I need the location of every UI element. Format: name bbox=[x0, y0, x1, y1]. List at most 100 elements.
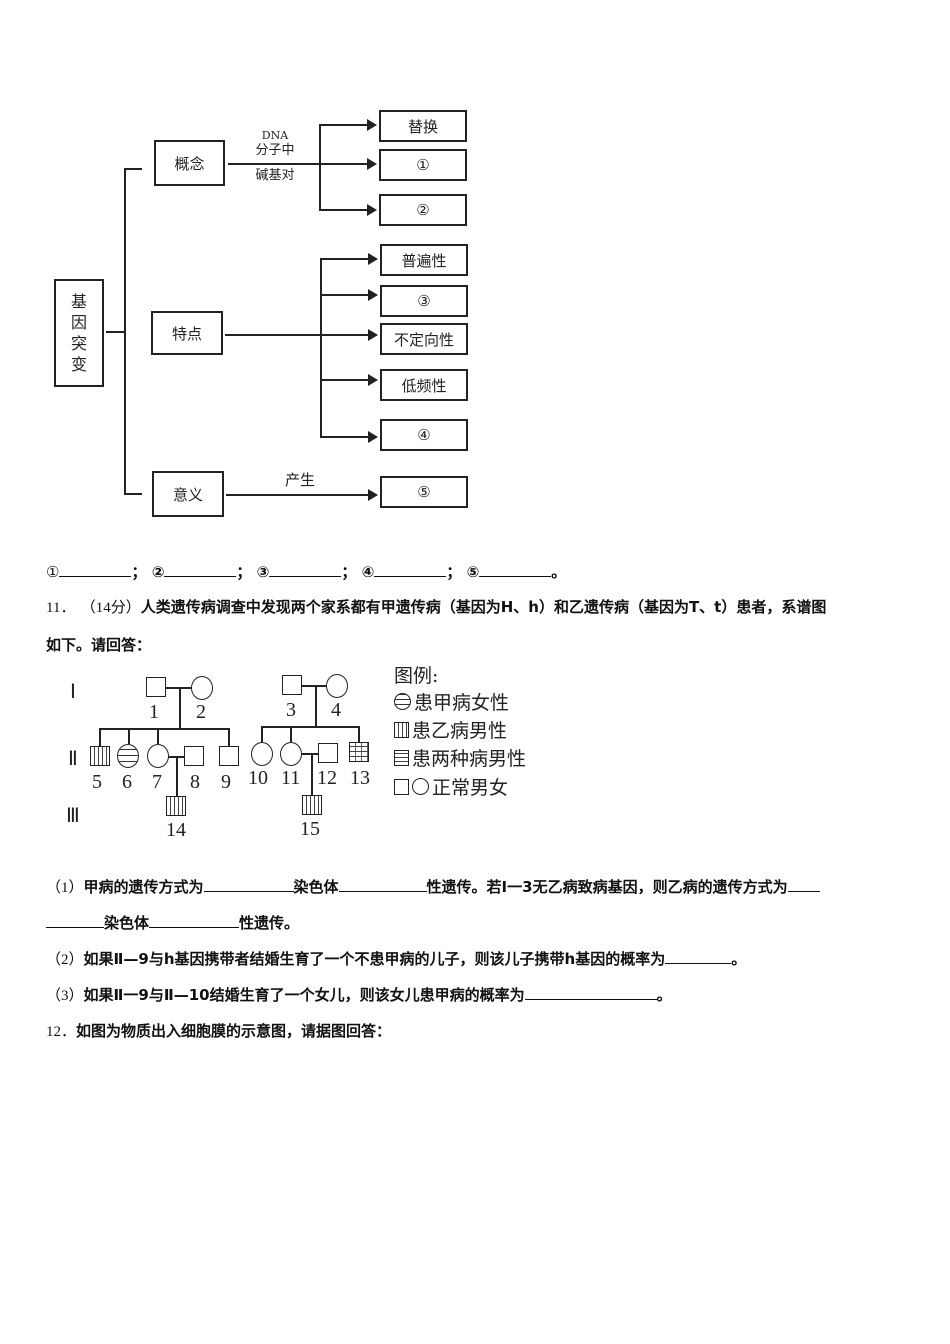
fork-arm bbox=[319, 209, 369, 211]
answer-blank-3[interactable] bbox=[269, 562, 342, 577]
answer-blank-1c-cont[interactable] bbox=[46, 913, 104, 928]
sibship-line bbox=[261, 726, 359, 728]
q11-sub3: （3）如果Ⅱ一9与Ⅱ—10结婚生育了一个女儿，则该女儿患甲病的概率为。 bbox=[46, 984, 672, 1005]
branch-box-concept: 概念 bbox=[154, 140, 225, 186]
descent-line bbox=[311, 753, 313, 795]
arrow-icon bbox=[368, 253, 378, 265]
target-box-blank-4: ④ bbox=[380, 419, 468, 451]
fork-arm bbox=[320, 379, 370, 381]
question-number: 12． bbox=[46, 1024, 77, 1040]
legend-title-text: 图例: bbox=[394, 665, 439, 687]
root-connector bbox=[106, 331, 126, 333]
square-icon bbox=[394, 778, 409, 795]
root-char: 变 bbox=[70, 355, 87, 374]
branch-label: 概念 bbox=[174, 154, 205, 173]
arrow-icon bbox=[367, 204, 377, 216]
descent-line bbox=[179, 687, 181, 729]
child-line bbox=[290, 726, 292, 742]
answer-blank-2[interactable] bbox=[164, 562, 237, 577]
target-box-blank-2: ② bbox=[379, 194, 467, 226]
q11-stem-line1: 11． （14分）人类遗传病调查中发现两个家系都有甲遗传病（基因为H、h）和乙遗… bbox=[46, 596, 826, 617]
target-box-universality: 普遍性 bbox=[380, 244, 468, 276]
fork-arm bbox=[319, 124, 369, 126]
legend-item-normal: 正常男女 bbox=[394, 773, 508, 800]
sub-question-label: （3） bbox=[46, 988, 84, 1004]
arrow-icon bbox=[367, 119, 377, 131]
answer-blank-1a[interactable] bbox=[203, 877, 294, 892]
legend-item-disease-b-male: 患乙病男性 bbox=[394, 716, 507, 743]
sibship-line bbox=[99, 728, 229, 730]
answer-blank-5[interactable] bbox=[479, 562, 552, 577]
blank-marker-2: ② bbox=[151, 563, 165, 581]
legend-label: 正常男女 bbox=[432, 777, 509, 799]
arrow-icon bbox=[368, 489, 378, 501]
fork-arm bbox=[320, 436, 370, 438]
individual-label: 8 bbox=[190, 771, 200, 793]
individual-label: 13 bbox=[350, 767, 370, 789]
answer-blank-2[interactable] bbox=[665, 949, 732, 964]
answer-blank-4[interactable] bbox=[374, 562, 447, 577]
individual-label: 7 bbox=[152, 771, 162, 793]
child-line bbox=[261, 726, 263, 742]
descent-line bbox=[315, 685, 317, 727]
striped-circle-icon bbox=[394, 693, 411, 710]
separator: ； bbox=[446, 563, 462, 581]
individual-13-male-both-diseases bbox=[349, 742, 369, 762]
arrow-icon bbox=[368, 329, 378, 341]
individual-12-male bbox=[318, 743, 338, 763]
period: 。 bbox=[656, 986, 672, 1004]
root-char: 因 bbox=[70, 313, 87, 332]
q12-stem: 12．如图为物质出入细胞膜的示意图，请据图回答： bbox=[46, 1020, 391, 1041]
target-box-blank-3: ③ bbox=[380, 285, 468, 317]
bracket-bottom bbox=[124, 493, 142, 495]
arrow-icon bbox=[368, 431, 378, 443]
generation-label-2: Ⅱ bbox=[68, 748, 78, 770]
answer-blank-1c[interactable] bbox=[787, 877, 820, 892]
individual-5-male-disease-b bbox=[90, 746, 110, 766]
legend-label: 患甲病女性 bbox=[414, 692, 510, 714]
individual-3-male bbox=[282, 675, 302, 695]
individual-6-female-disease-a bbox=[117, 744, 139, 768]
branch-box-significance: 意义 bbox=[152, 471, 224, 517]
question-stem: 人类遗传病调查中发现两个家系都有甲遗传病（基因为H、h）和乙遗传病（基因为T、t… bbox=[140, 598, 827, 616]
answer-blank-3[interactable] bbox=[524, 985, 657, 1000]
individual-label: 14 bbox=[166, 819, 186, 841]
child-line bbox=[128, 728, 130, 744]
child-line bbox=[157, 728, 159, 744]
sub-question-label: （1） bbox=[46, 880, 84, 896]
marriage-line bbox=[301, 753, 319, 755]
generation-label-3: Ⅲ bbox=[66, 805, 80, 827]
root-box-gene-mutation: 基 因 突 变 bbox=[54, 279, 104, 387]
answer-blank-1b[interactable] bbox=[338, 877, 427, 892]
sub-question-text: 如果Ⅱ—9与h基因携带者结婚生育了一个不患甲病的儿子，则该儿子携带h基因的概率为 bbox=[83, 950, 666, 968]
target-label: ⑤ bbox=[417, 483, 431, 501]
legend-label: 患两种病男性 bbox=[412, 748, 527, 770]
sub-question-text: 性遗传。若Ⅰ一3无乙病致病基因，则乙病的遗传方式为 bbox=[426, 878, 788, 896]
significance-connector bbox=[226, 494, 370, 496]
fill-blanks-line: ①； ②； ③； ④； ⑤。 bbox=[46, 561, 566, 582]
period: 。 bbox=[551, 563, 567, 581]
sub-question-text: 染色体 bbox=[104, 914, 150, 932]
individual-label: 3 bbox=[286, 699, 296, 721]
individual-label: 6 bbox=[122, 771, 132, 793]
individual-2-female bbox=[191, 676, 213, 700]
target-label: ① bbox=[416, 156, 430, 174]
individual-1-male bbox=[146, 677, 166, 697]
individual-label: 4 bbox=[331, 699, 341, 721]
individual-label: 15 bbox=[300, 818, 320, 840]
question-stem: 如图为物质出入细胞膜的示意图，请据图回答： bbox=[76, 1022, 392, 1040]
connector-label-base-pair: 碱基对 bbox=[255, 168, 295, 183]
individual-label: 2 bbox=[196, 701, 206, 723]
period: 。 bbox=[731, 950, 747, 968]
answer-blank-1d[interactable] bbox=[149, 913, 240, 928]
q11-sub1-line1: （1）甲病的遗传方式为染色体性遗传。若Ⅰ一3无乙病致病基因，则乙病的遗传方式为 bbox=[46, 876, 820, 897]
target-label: 低频性 bbox=[401, 376, 447, 395]
target-label: ② bbox=[416, 201, 430, 219]
answer-blank-1[interactable] bbox=[59, 562, 132, 577]
target-label: 普遍性 bbox=[401, 251, 447, 270]
features-connector bbox=[225, 334, 370, 336]
sub-question-text: 甲病的遗传方式为 bbox=[83, 878, 204, 896]
connector-label-molecule: 分子中 bbox=[255, 143, 295, 158]
features-fork bbox=[320, 258, 322, 436]
branch-label: 意义 bbox=[172, 485, 203, 504]
